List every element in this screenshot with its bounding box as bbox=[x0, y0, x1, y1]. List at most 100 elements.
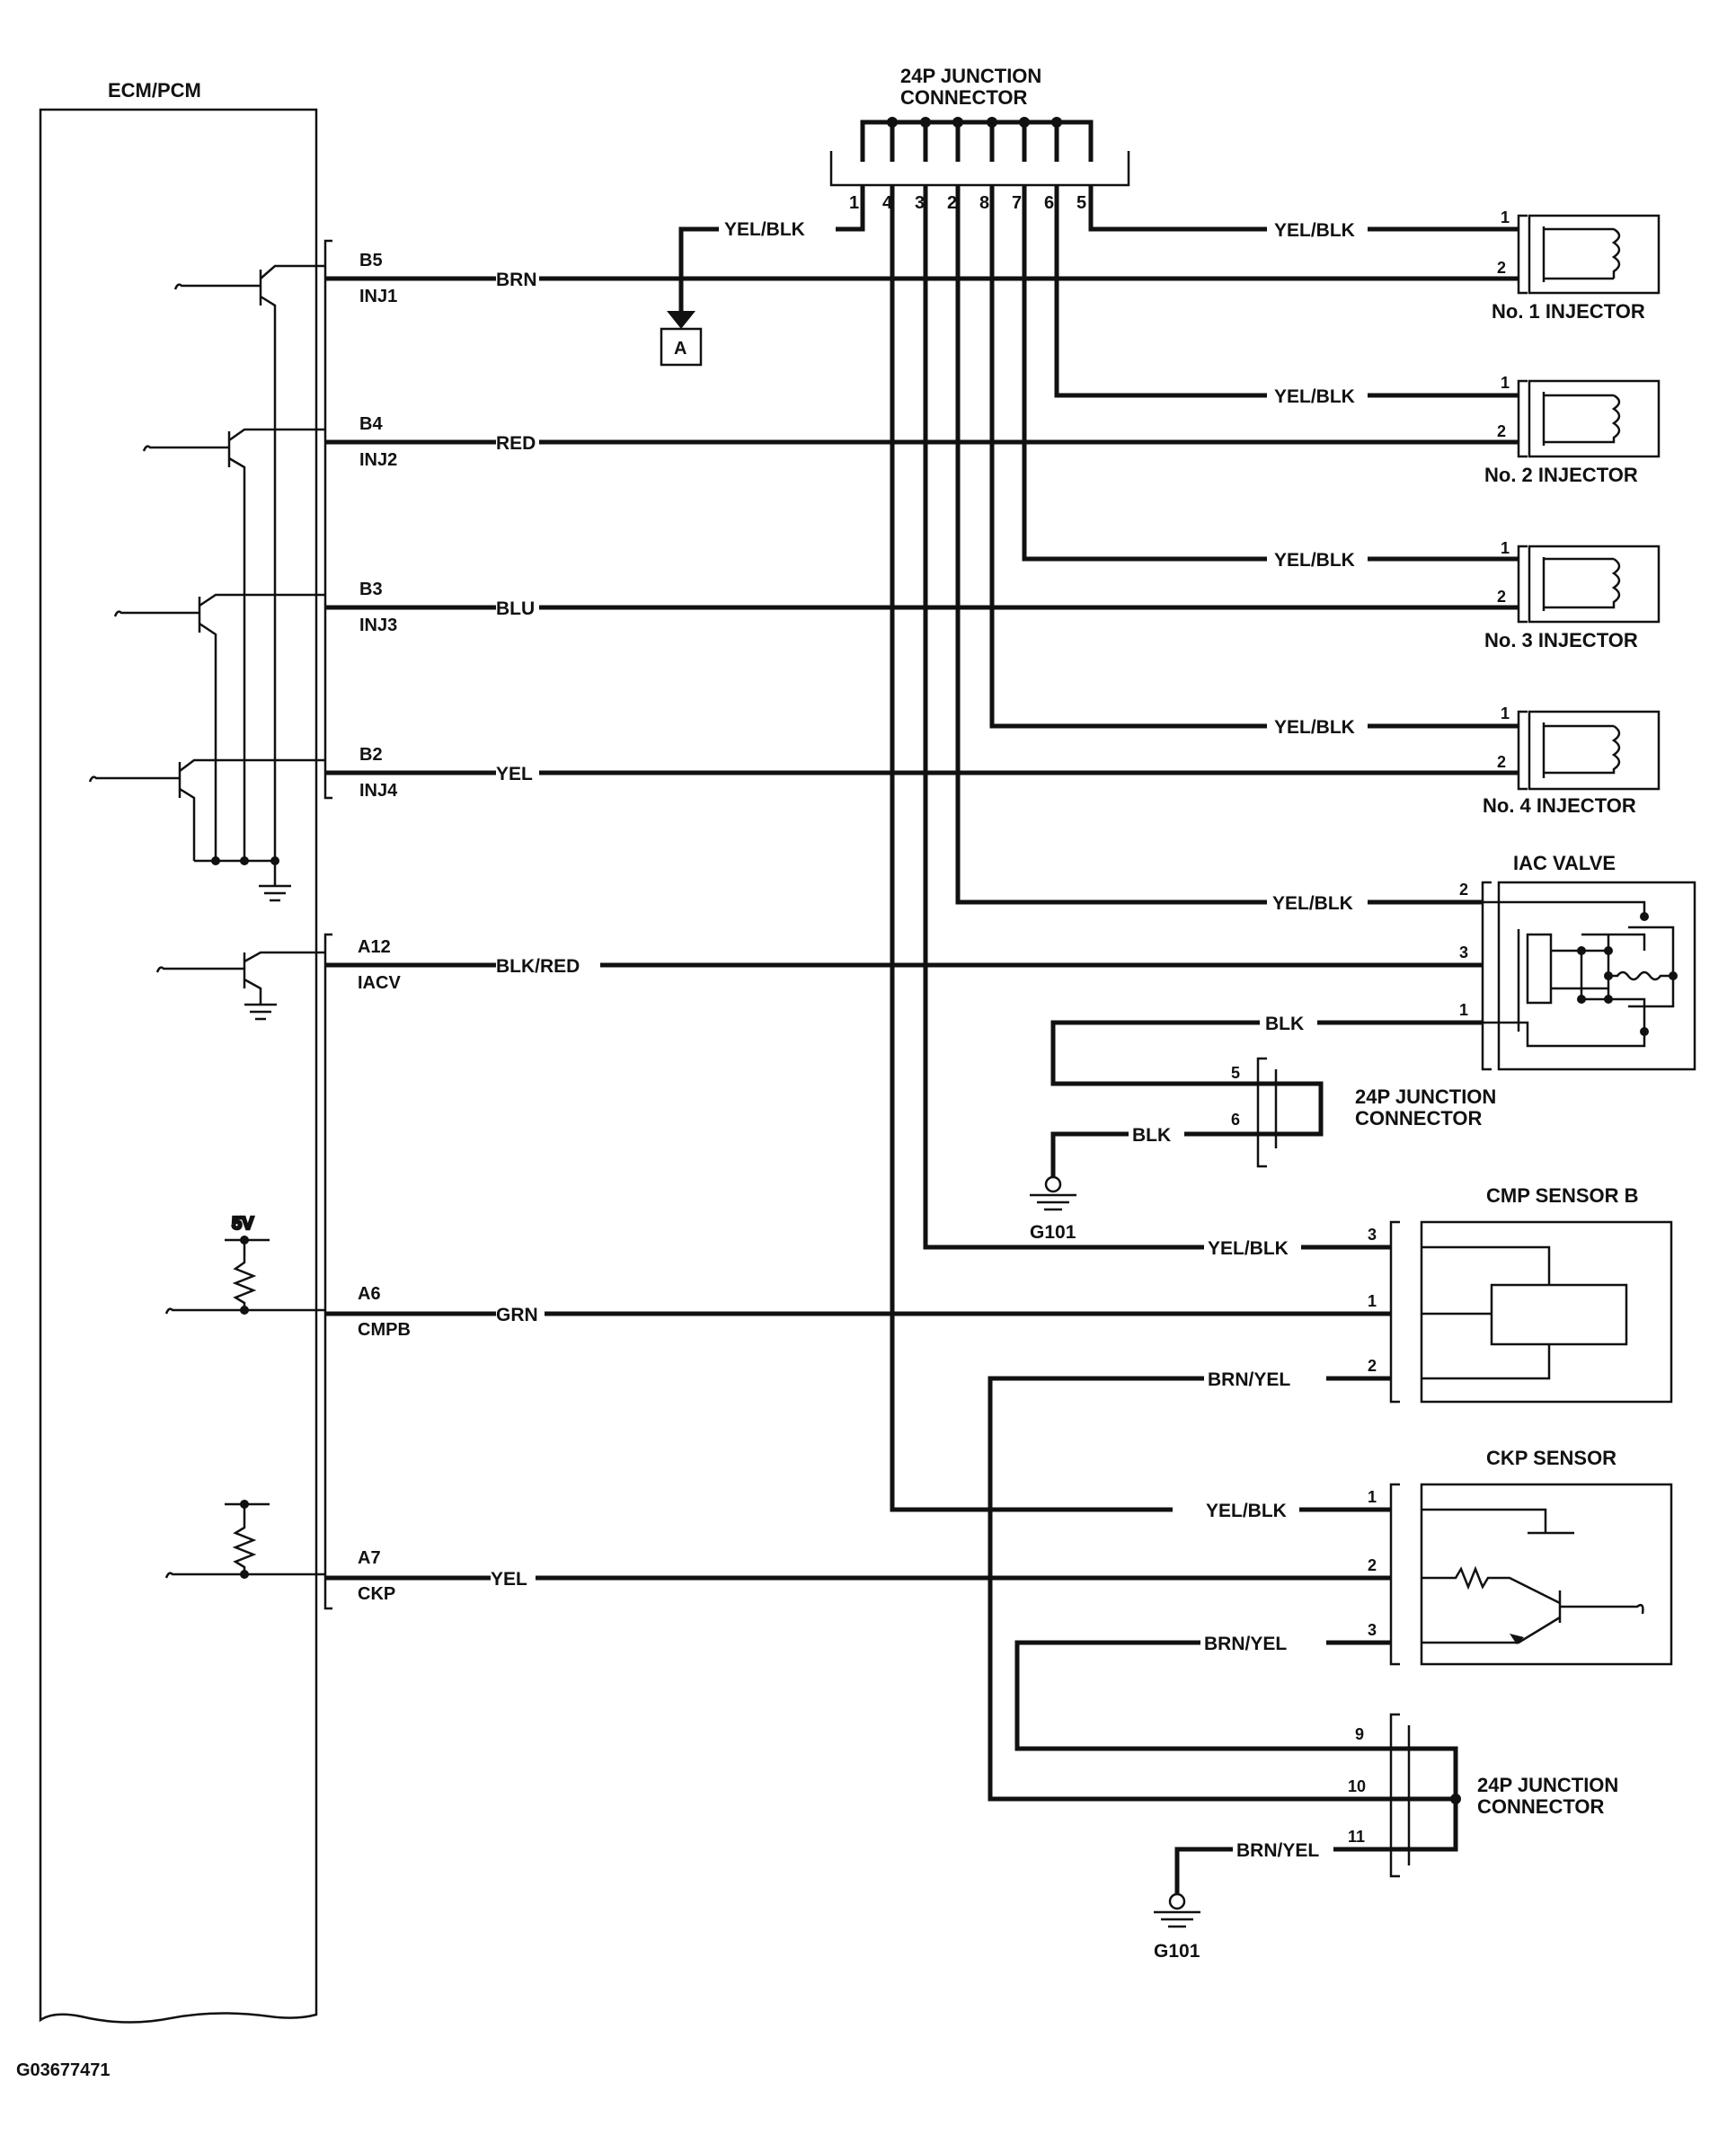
ref-box-a-label: A bbox=[674, 339, 686, 359]
jt-pin-3: 3 bbox=[915, 193, 925, 213]
injector-3: YEL/BLK 1 2 No. 3 INJECTOR bbox=[1274, 539, 1661, 651]
jm-title-1: 24P JUNCTION bbox=[1355, 1085, 1496, 1108]
ecm-sensor-inputs: 5V bbox=[164, 1213, 325, 1579]
pin-b4: B4 bbox=[359, 414, 383, 434]
jb-title-1: 24P JUNCTION bbox=[1477, 1774, 1618, 1796]
jm-wire-blk: BLK bbox=[1132, 1125, 1171, 1146]
pin-b3: B3 bbox=[359, 580, 383, 599]
inj4-label: No. 4 INJECTOR bbox=[1483, 794, 1636, 817]
inj4-pin1: 1 bbox=[1501, 704, 1510, 722]
connector-b-bracket bbox=[323, 239, 332, 800]
cmp-pin-2: 2 bbox=[1368, 1357, 1377, 1375]
junction-vertical-trunks bbox=[890, 185, 1267, 1512]
iac-pin-2: 2 bbox=[1459, 881, 1468, 899]
jm-title-2: CONNECTOR bbox=[1355, 1107, 1482, 1130]
cmp-pin-1: 1 bbox=[1368, 1292, 1377, 1310]
jt-pin-8: 8 bbox=[979, 193, 989, 213]
inj2-pin2: 2 bbox=[1497, 422, 1506, 440]
ckp-title: CKP SENSOR bbox=[1486, 1447, 1616, 1469]
injector-2: YEL/BLK 1 2 No. 2 INJECTOR bbox=[1274, 374, 1661, 486]
jt-pin-7: 7 bbox=[1012, 193, 1022, 213]
inj4-wire-label: YEL/BLK bbox=[1274, 717, 1355, 738]
junction-connector-top: 24P JUNCTION CONNECTOR 1 4 3 2 8 7 6 5 bbox=[829, 65, 1130, 213]
wire-yel: YEL bbox=[496, 764, 533, 784]
jt-pin-1: 1 bbox=[849, 193, 859, 213]
ecm-pin-labels: B5 INJ1 B4 INJ2 B3 INJ3 B2 INJ4 A12 IACV… bbox=[358, 251, 411, 1604]
wire-blk-red: BLK/RED bbox=[496, 956, 580, 977]
pin-inj3: INJ3 bbox=[359, 616, 397, 635]
jt-pin-5: 5 bbox=[1076, 193, 1086, 213]
inj1-label: No. 1 INJECTOR bbox=[1492, 300, 1645, 323]
inj3-pin1: 1 bbox=[1501, 539, 1510, 557]
inj3-label: No. 3 INJECTOR bbox=[1484, 629, 1638, 651]
ckp-sensor: CKP SENSOR YEL/BLK 1 YEL 2 3 BRN/YEL bbox=[325, 1447, 1673, 1751]
ecm-ground-junction-dots bbox=[211, 856, 279, 865]
junction-top-bus bbox=[860, 120, 1094, 162]
junction-connector-bottom: 9 10 11 24P JUNCTION CONNECTOR BRN/YEL G… bbox=[1154, 1713, 1618, 1962]
inj3-pin2: 2 bbox=[1497, 588, 1506, 606]
ckp-ground-wire: BRN/YEL bbox=[1204, 1634, 1287, 1654]
feed-wire-label: YEL/BLK bbox=[724, 219, 805, 240]
iac-pin-3: 3 bbox=[1459, 944, 1468, 961]
cmp-power-wire: YEL/BLK bbox=[1208, 1238, 1289, 1259]
jb-ground: G101 bbox=[1154, 1941, 1200, 1962]
ckp-pin-2: 2 bbox=[1368, 1556, 1377, 1574]
pin-inj4: INJ4 bbox=[359, 781, 398, 801]
jb-wire: BRN/YEL bbox=[1236, 1840, 1319, 1861]
connector-a-bracket bbox=[323, 933, 332, 1610]
jb-pin-9: 9 bbox=[1355, 1725, 1364, 1743]
ecm-outline bbox=[39, 108, 318, 2024]
cmp-sensor-b: CMP SENSOR B YEL/BLK 3 GRN 1 2 BRN/YEL bbox=[325, 1184, 1673, 1802]
wire-brn: BRN bbox=[496, 270, 537, 290]
ckp-pin-3: 3 bbox=[1368, 1621, 1377, 1639]
ecm-sensor-dots bbox=[240, 1236, 249, 1579]
inj4-pin2: 2 bbox=[1497, 753, 1506, 771]
ckp-pin-1: 1 bbox=[1368, 1488, 1377, 1506]
injector-signal-wires: BRN RED BLU YEL bbox=[325, 270, 1519, 784]
cmp-pin-3: 3 bbox=[1368, 1226, 1377, 1244]
iac-ground-wire: BLK bbox=[1265, 1014, 1304, 1034]
jt-pin-6: 6 bbox=[1044, 193, 1054, 213]
pin-a7: A7 bbox=[358, 1548, 381, 1568]
iac-power-wire: YEL/BLK bbox=[1272, 893, 1353, 914]
cmp-title: CMP SENSOR B bbox=[1486, 1184, 1639, 1207]
ecm-injector-drivers bbox=[88, 264, 325, 1021]
pin-a12: A12 bbox=[358, 937, 391, 957]
ref-box-a bbox=[660, 327, 703, 367]
figure-id: G03677471 bbox=[16, 2060, 111, 2080]
inj2-pin1: 1 bbox=[1501, 374, 1510, 392]
inj1-pin1: 1 bbox=[1501, 208, 1510, 226]
jb-title-2: CONNECTOR bbox=[1477, 1795, 1604, 1818]
iac-valve: IAC VALVE YEL/BLK BLK/RED 2 3 1 bbox=[325, 852, 1696, 1071]
injector-1: YEL/BLK 1 2 No. 1 INJECTOR bbox=[1274, 208, 1661, 323]
wire-grn: GRN bbox=[496, 1305, 538, 1325]
iac-ground-path: BLK bbox=[1050, 1014, 1483, 1086]
ecm-pcm-block: ECM/PCM bbox=[39, 79, 332, 2024]
wire-red: RED bbox=[496, 433, 536, 454]
ckp-power-wire: YEL/BLK bbox=[1206, 1501, 1287, 1521]
ecm-title: ECM/PCM bbox=[108, 79, 201, 102]
inj1-pin2: 2 bbox=[1497, 259, 1506, 277]
jt-pin-2: 2 bbox=[947, 193, 957, 213]
iac-pin-1: 1 bbox=[1459, 1001, 1468, 1019]
inj1-wire-label: YEL/BLK bbox=[1274, 220, 1355, 241]
pin-inj1: INJ1 bbox=[359, 287, 397, 306]
cmp-ground-wire: BRN/YEL bbox=[1208, 1369, 1290, 1390]
jm-pin-6: 6 bbox=[1231, 1111, 1240, 1129]
inj2-wire-label: YEL/BLK bbox=[1274, 386, 1355, 407]
injector-4: YEL/BLK 1 2 No. 4 INJECTOR bbox=[1274, 704, 1661, 817]
feed-to-ref-a: YEL/BLK A bbox=[660, 185, 865, 367]
jb-pin-10: 10 bbox=[1348, 1777, 1366, 1795]
pin-ckp: CKP bbox=[358, 1584, 395, 1604]
pin-b5: B5 bbox=[359, 251, 383, 270]
inj2-label: No. 2 INJECTOR bbox=[1484, 464, 1638, 486]
pin-inj2: INJ2 bbox=[359, 450, 397, 470]
wire-yel-ckp: YEL bbox=[491, 1569, 527, 1590]
jb-pin-11: 11 bbox=[1348, 1828, 1365, 1846]
pin-cmpb: CMPB bbox=[358, 1320, 411, 1340]
junction-top-housing bbox=[829, 151, 1130, 187]
supply-5v-label: 5V bbox=[232, 1214, 254, 1234]
jm-ground: G101 bbox=[1030, 1222, 1076, 1243]
junction-connector-mid: 5 6 24P JUNCTION CONNECTOR BLK G101 bbox=[1030, 1057, 1496, 1243]
